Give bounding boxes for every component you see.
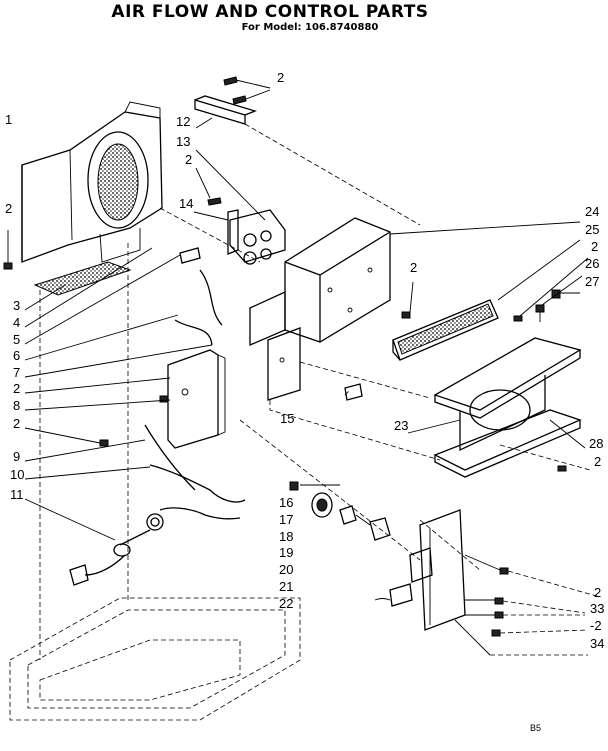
callout-number: 19	[279, 545, 294, 560]
part-24-control-housing	[249, 217, 581, 401]
part-12-bracket	[194, 76, 271, 129]
callout-number: 21	[279, 579, 294, 594]
callout-number: 3	[13, 298, 21, 313]
callout-number: 26	[585, 256, 600, 271]
corner-mark: B5	[530, 723, 542, 733]
callout-number: 18	[279, 529, 294, 544]
callout-number: 4	[13, 315, 21, 330]
callout-number: 2	[13, 381, 21, 396]
callout-number: 9	[13, 449, 21, 464]
connection-lines	[159, 123, 481, 571]
part-23-28-base-pan	[407, 337, 591, 478]
parts-9-10-11-harness	[24, 424, 246, 586]
callout-number: 22	[279, 596, 294, 611]
callout-number: 28	[589, 436, 604, 451]
callout-number: 5	[13, 332, 21, 347]
callout-number: 25	[585, 222, 600, 237]
callout-number: 13	[176, 134, 191, 149]
callout-number: 27	[585, 274, 600, 289]
callout-number: 10	[10, 467, 25, 482]
callout-number: 6	[13, 348, 21, 363]
part-25-grille	[392, 239, 581, 361]
callout-number: -2	[590, 618, 602, 633]
base-frame	[9, 240, 301, 721]
callout-number: 2	[591, 239, 599, 254]
callout-number: 24	[585, 204, 600, 219]
callout-number: 14	[179, 196, 194, 211]
callout-number: 2	[594, 585, 602, 600]
callout-number: 1	[5, 112, 13, 127]
diagram-title: AIR FLOW AND CONTROL PARTS	[111, 2, 429, 22]
callout-number: 8	[13, 398, 21, 413]
callout-number: 2	[185, 152, 193, 167]
callout-number: 20	[279, 562, 294, 577]
callout-number: 2	[5, 201, 13, 216]
parts-26-27-hardware	[401, 257, 589, 322]
part-13-capacitor	[193, 149, 286, 265]
callout-number: 17	[279, 512, 294, 527]
callout-number: 16	[279, 495, 294, 510]
callout-number: 2	[13, 416, 21, 431]
callout-number: 33	[590, 601, 605, 616]
callout-number: 23	[394, 418, 409, 433]
part-2-screw-left	[3, 230, 13, 270]
part-1-shroud	[21, 101, 163, 296]
callout-number: 2	[277, 70, 285, 85]
parts-3-to-8-brackets	[24, 247, 226, 449]
callout-number: 15	[280, 411, 295, 426]
callout-number: 2	[594, 454, 602, 469]
callout-number: 11	[10, 487, 24, 502]
callout-number: 2	[410, 260, 418, 275]
callout-number: 12	[176, 114, 191, 129]
model-number: For Model: 106.8740880	[241, 22, 379, 33]
callout-number: 34	[590, 636, 605, 651]
parts-16-to-22-controls	[289, 481, 601, 656]
callout-number: 7	[13, 365, 21, 380]
